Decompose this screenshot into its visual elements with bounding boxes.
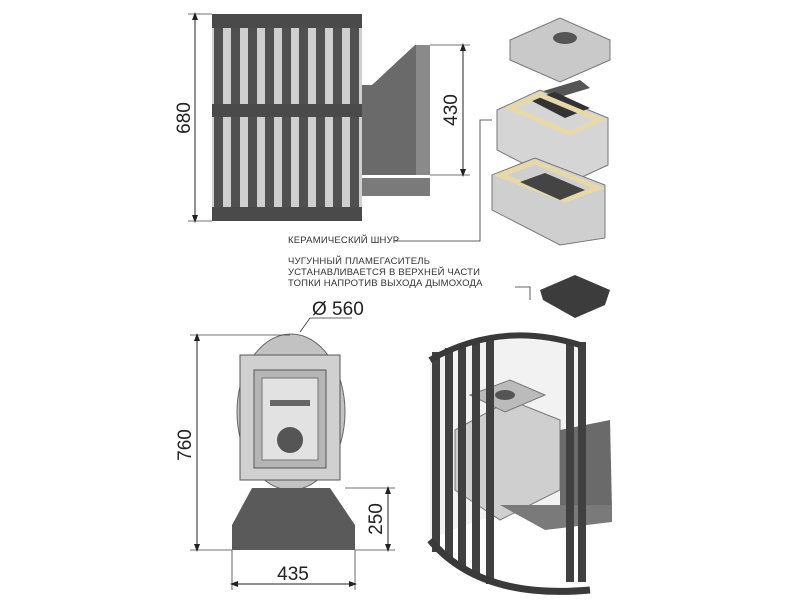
cage-bar xyxy=(333,14,342,221)
cage-bar xyxy=(350,14,359,221)
middle-band xyxy=(212,104,362,117)
dimension-diameter: Ø 560 xyxy=(312,299,364,320)
cage-bar xyxy=(282,14,291,221)
dimension-435: 435 xyxy=(277,564,309,585)
shelf xyxy=(362,178,430,196)
ceramic-cord-label: КЕРАМИЧЕСКИЙ ШНУР xyxy=(288,235,400,246)
flame-arrester-label: ЧУГУННЫЙ ПЛАМЕГАСИТЕЛЬ УСТАНАВЛИВАЕТСЯ В… xyxy=(288,256,483,289)
flame-arrester-line-1: ЧУГУННЫЙ ПЛАМЕГАСИТЕЛЬ xyxy=(288,256,431,267)
dimension-680: 680 xyxy=(174,102,195,134)
base xyxy=(232,488,355,550)
bottom-front-view xyxy=(232,333,355,550)
cage-bar xyxy=(299,14,308,221)
cage-bar xyxy=(458,344,466,568)
cage-bars xyxy=(214,14,359,221)
cage-bar xyxy=(231,14,240,221)
dimension-760: 760 xyxy=(175,429,196,461)
arrester-leader xyxy=(515,286,531,300)
bottom-band xyxy=(212,207,362,221)
cage-bar xyxy=(566,342,574,582)
cage-bar xyxy=(248,14,257,221)
cage-bar xyxy=(445,348,453,560)
top-band xyxy=(212,14,362,28)
cage-bar xyxy=(472,340,480,576)
front-view xyxy=(212,14,430,221)
cage-bar xyxy=(265,14,274,221)
dimension-250: 250 xyxy=(366,503,387,535)
cage-bar xyxy=(316,14,325,221)
cage-bar xyxy=(486,336,494,584)
iso-cage-bars xyxy=(432,336,586,584)
flame-arrester xyxy=(540,275,610,318)
chimney-panel xyxy=(362,45,430,175)
flame-arrester-line-3: ТОПКИ НАПРОТИВ ВЫХОДА ДЫМОХОДА xyxy=(288,278,483,289)
iso-view xyxy=(427,332,612,595)
cord-leader xyxy=(395,119,492,242)
cage-bar xyxy=(432,352,440,552)
cage-bar xyxy=(578,342,586,582)
flame-arrester-line-2: УСТАНАВЛИВАЕТСЯ В ВЕРХНЕЙ ЧАСТИ xyxy=(288,267,481,278)
dimension-430: 430 xyxy=(441,94,462,126)
exploded-view xyxy=(491,17,611,246)
cage-bar xyxy=(214,14,223,221)
